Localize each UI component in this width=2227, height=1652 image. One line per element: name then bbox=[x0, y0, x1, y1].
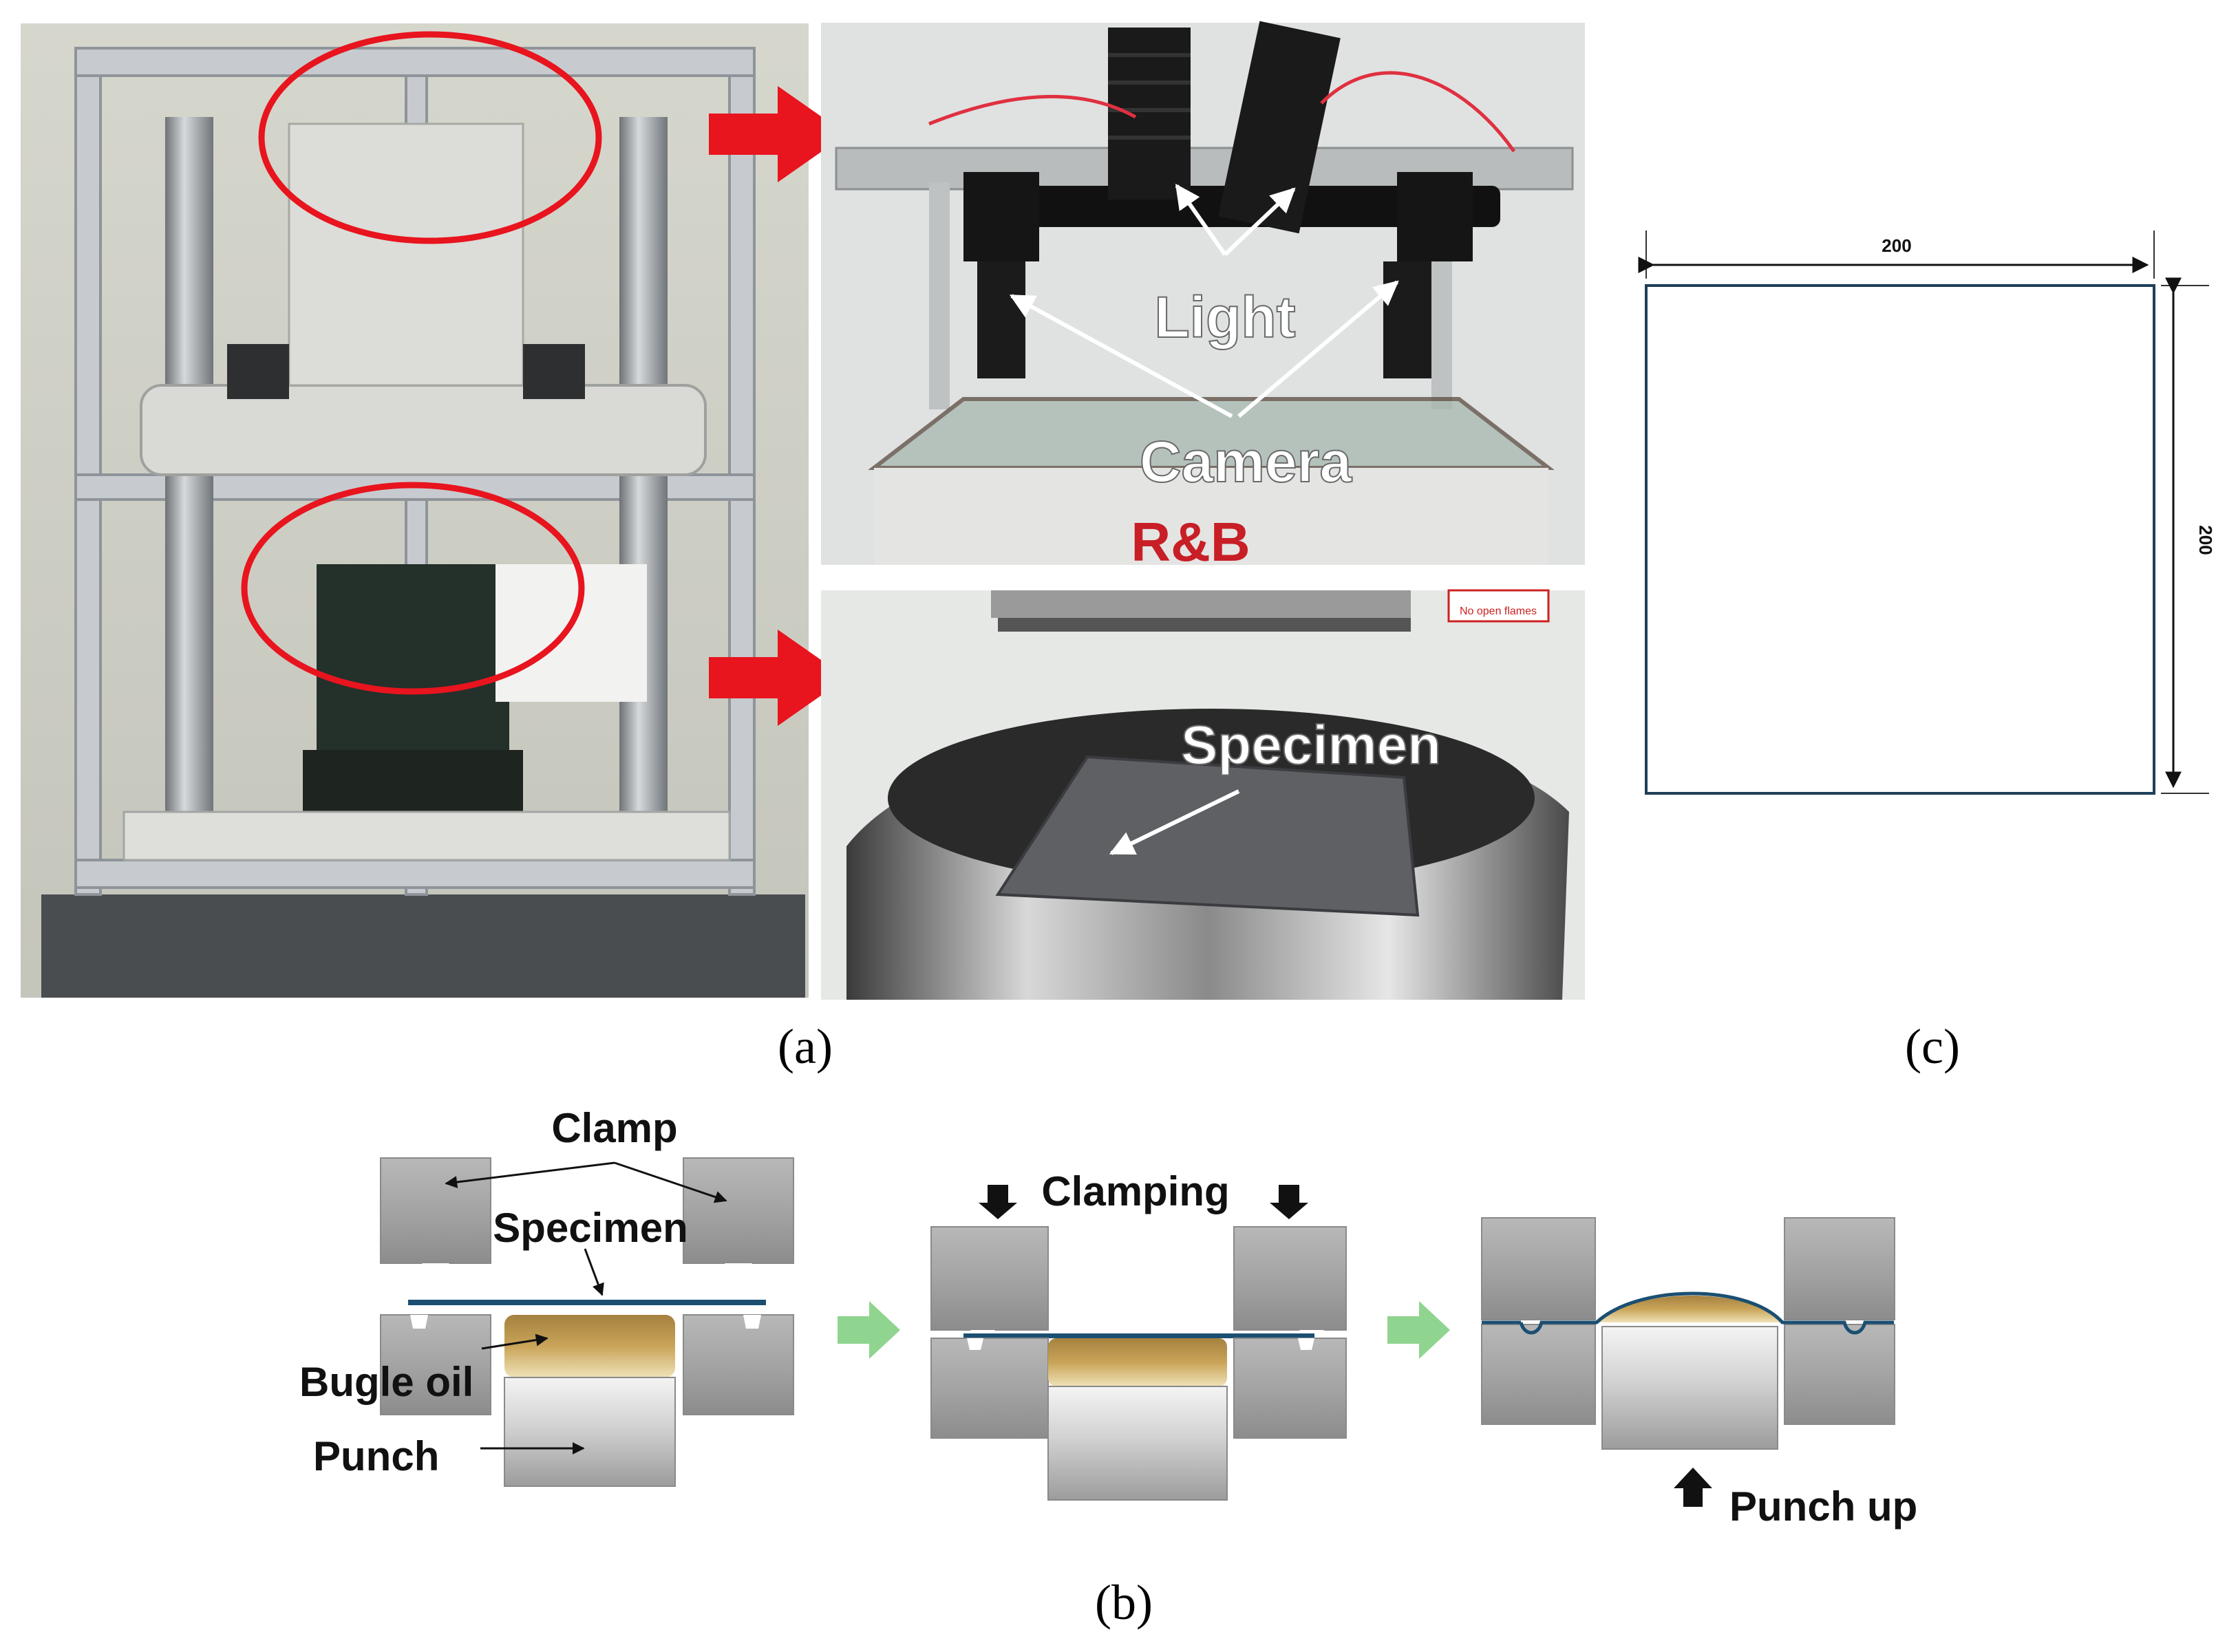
red-callout-arrows bbox=[709, 86, 846, 726]
photo-camera-light-setup: R&B Light Camera bbox=[821, 21, 1585, 572]
upper-clamp-left bbox=[1481, 1217, 1596, 1320]
specimen-pointer bbox=[1109, 789, 1240, 855]
specimen-plate bbox=[995, 755, 1420, 917]
bulge-oil bbox=[1048, 1338, 1227, 1386]
warning-sign-text: No open flames bbox=[1460, 605, 1537, 617]
upper-clamp-right bbox=[683, 1157, 794, 1264]
red-arrow-top bbox=[709, 86, 846, 182]
photo-specimen-in-die: No open flames Specimen bbox=[821, 589, 1585, 1000]
down-arrow-right bbox=[1270, 1185, 1308, 1219]
specimen-sheet bbox=[963, 1333, 1314, 1338]
camera-pointer-right bbox=[1237, 280, 1399, 418]
lower-clamp-right bbox=[1233, 1338, 1347, 1439]
photo-bulge-test-machine bbox=[21, 23, 809, 998]
bulge-oil bbox=[504, 1315, 675, 1377]
stage3-punch-up: Punch up bbox=[1481, 1217, 1917, 1530]
specimen-sheet bbox=[408, 1300, 766, 1305]
up-arrow bbox=[1674, 1468, 1712, 1507]
process-arrow-1 bbox=[838, 1301, 900, 1359]
upper-clamp-left bbox=[380, 1157, 491, 1264]
specimen-dimension-drawing: 200 200 bbox=[1638, 230, 2216, 795]
light-label: Light bbox=[1154, 285, 1295, 350]
process-arrow-2 bbox=[1387, 1301, 1450, 1359]
specimen-photo-label: Specimen bbox=[1181, 714, 1441, 775]
caption-c: (c) bbox=[1905, 1019, 1960, 1074]
upper-clamp-right bbox=[1784, 1217, 1895, 1320]
specimen-outline bbox=[1645, 284, 2155, 795]
upper-clamp-left bbox=[930, 1226, 1049, 1331]
light-pointer-left bbox=[1175, 184, 1227, 256]
down-arrow-left bbox=[979, 1185, 1017, 1219]
lower-clamp-right bbox=[683, 1314, 794, 1415]
lower-clamp-right bbox=[1784, 1324, 1895, 1425]
clamp-label: Clamp bbox=[551, 1105, 677, 1151]
punch bbox=[1047, 1386, 1228, 1501]
caption-b: (b) bbox=[1095, 1575, 1153, 1630]
height-dimension-label: 200 bbox=[2195, 525, 2216, 555]
punch-up-label: Punch up bbox=[1729, 1483, 1917, 1530]
lower-clamp-left bbox=[930, 1338, 1049, 1439]
specimen-label: Specimen bbox=[493, 1205, 688, 1251]
bugle-oil-label: Bugle oil bbox=[299, 1359, 473, 1405]
stage1-open: Clamp Specimen Bugle oil Punch bbox=[299, 1105, 794, 1487]
bulged-oil-dome bbox=[1597, 1296, 1782, 1322]
upper-clamp-right bbox=[1233, 1226, 1347, 1331]
red-arrow-bottom bbox=[709, 630, 846, 726]
width-dimension-label: 200 bbox=[1882, 235, 1911, 256]
camera-pointer-left bbox=[1009, 294, 1233, 418]
lower-clamp-left bbox=[380, 1314, 491, 1415]
punch bbox=[1601, 1326, 1778, 1450]
camera-label: Camera bbox=[1140, 429, 1352, 494]
stage2-clamping: Clamping bbox=[930, 1168, 1347, 1501]
specimen-sheet-bulged bbox=[1519, 1291, 1894, 1335]
machine-logo-text: R&B bbox=[1131, 511, 1250, 572]
clamping-label: Clamping bbox=[1041, 1168, 1229, 1214]
punch-label: Punch bbox=[313, 1433, 439, 1479]
caption-a: (a) bbox=[778, 1019, 833, 1074]
light-pointer-right bbox=[1223, 187, 1296, 257]
punch bbox=[504, 1377, 676, 1487]
lower-clamp-left bbox=[1481, 1324, 1596, 1425]
